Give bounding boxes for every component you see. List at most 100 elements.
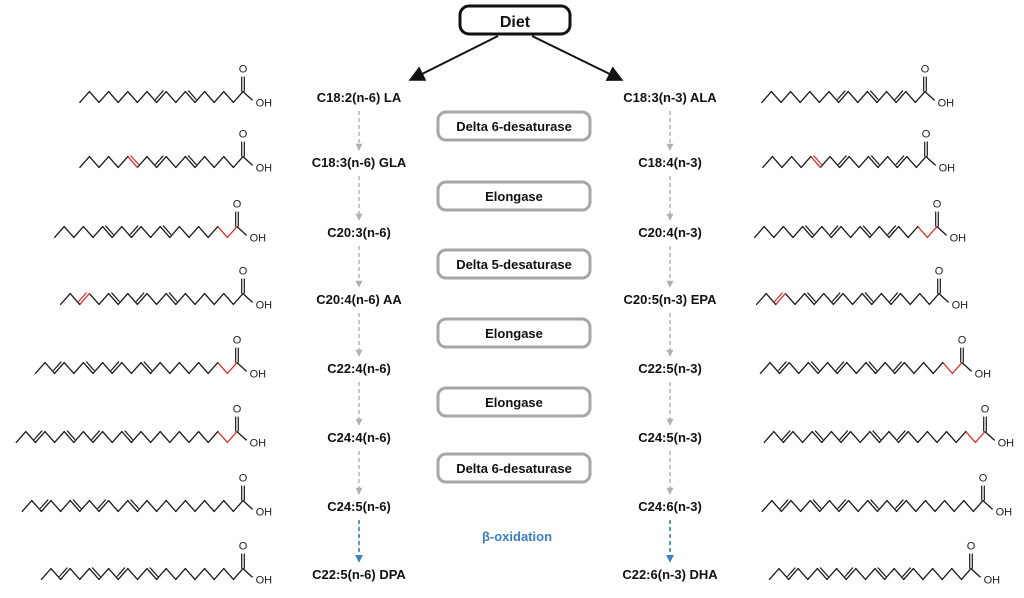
double-bond [91, 567, 101, 577]
enzyme-box-frame [436, 317, 592, 349]
hydroxyl-label: OH [938, 97, 955, 109]
hydroxyl-label: OH [250, 437, 267, 449]
carbon-bond [941, 567, 953, 581]
carbon-bond [232, 567, 244, 581]
carbon-bond [878, 430, 890, 444]
double-bond [168, 292, 178, 302]
hydroxyl-bond [970, 568, 982, 578]
carbon-bond [798, 361, 810, 375]
carbon-bond [92, 361, 104, 375]
enzyme-box: Delta 6-desaturase [436, 452, 592, 484]
carbon-bond [130, 361, 142, 375]
n6-compound-label: C18:2(n-6) LA [317, 90, 402, 105]
carbon-bond [82, 430, 94, 444]
carbon-bond [207, 225, 219, 239]
double-bond [894, 90, 904, 100]
carbon-bond [136, 567, 148, 581]
double-bond [135, 292, 145, 302]
double-bond [819, 567, 829, 577]
carbon-bond [101, 361, 113, 375]
carbon-bond [188, 361, 200, 375]
hydroxyl-label: OH [256, 97, 273, 109]
carbon-bond [855, 567, 867, 581]
carbon-bond [203, 567, 215, 581]
carbon-bond [855, 361, 867, 375]
fatty-acid-structure: OOH [59, 266, 272, 311]
carbon-bond [861, 292, 873, 306]
carbon-bond [846, 361, 858, 375]
carbon-bond [951, 567, 963, 581]
carbon-bond [98, 292, 110, 306]
carbon-bond [794, 292, 806, 306]
new-bond [127, 155, 139, 169]
carbon-bond [82, 225, 94, 239]
carbon-bond [842, 292, 854, 306]
carbon-bond [178, 430, 190, 444]
carbon-bond [175, 90, 187, 104]
double-bond [58, 567, 68, 577]
fatty-acid-structure: O OH [79, 129, 273, 174]
oxygen-label: O [239, 129, 248, 141]
carbon-bond [53, 225, 65, 239]
carbon-bond [807, 567, 819, 581]
carbon-bond [223, 567, 235, 581]
double-bond [869, 90, 879, 100]
carbon-bond [790, 155, 802, 169]
carbon-bond [149, 361, 161, 375]
new-bond [942, 361, 954, 375]
carbon-bond [765, 292, 777, 306]
carbon-bond [127, 499, 139, 513]
carbon-bond [146, 292, 158, 306]
double-bond [124, 430, 134, 440]
hydroxyl-bond [236, 226, 248, 236]
carbon-bond [165, 499, 177, 513]
carbon-bond [905, 499, 917, 513]
fatty-acid-structure: OOH [40, 541, 272, 586]
carbon-bond [175, 567, 187, 581]
carbon-bond [955, 430, 967, 444]
oxygen-label: O [979, 473, 988, 485]
double-bond [105, 225, 114, 235]
carbon-bond [755, 292, 767, 306]
carbon-bond [888, 430, 900, 444]
carbon-bond [799, 499, 811, 513]
carbon-bond [59, 292, 71, 306]
oxygen-label: O [239, 266, 248, 278]
carbon-bond [928, 292, 940, 306]
double-bond [143, 361, 153, 371]
carbon-bond [773, 430, 785, 444]
hydroxyl-label: OH [256, 162, 273, 174]
carbon-bond [890, 292, 902, 306]
double-bond [52, 361, 62, 371]
n3-series-labels: C18:3(n-3) ALAC18:4(n-3)C20:4(n-3)C20:5(… [622, 90, 718, 582]
carbon-bond [838, 155, 850, 169]
oxygen-label: O [981, 404, 990, 416]
new-double-bond [130, 155, 140, 165]
carbon-bond [818, 90, 830, 104]
n3-compound-label: C20:5(n-3) EPA [624, 292, 718, 307]
carbon-bond [838, 499, 850, 513]
new-bond [775, 292, 787, 306]
double-bond [85, 361, 95, 371]
hydroxyl-bond [242, 156, 254, 166]
carbon-bond [197, 361, 209, 375]
carbon-bond [926, 430, 938, 444]
oxygen-label: O [233, 199, 242, 211]
carbon-bond [79, 567, 91, 581]
carbon-bond [213, 567, 225, 581]
carbon-bond [232, 90, 244, 104]
double-bond [187, 155, 197, 165]
carbon-bond [821, 225, 833, 239]
carbon-bond [111, 225, 123, 239]
hydroxyl-bond [242, 500, 254, 510]
carbon-bond [866, 90, 878, 104]
carbon-bond [194, 155, 206, 169]
carbon-bond [874, 361, 886, 375]
carbon-bond [121, 225, 133, 239]
carbon-bond [155, 90, 167, 104]
carbon-bond [877, 155, 889, 169]
carbon-bond [858, 155, 870, 169]
carbon-bond [897, 430, 909, 444]
oxygen-label: O [958, 335, 967, 347]
oxygen-label: O [933, 199, 942, 211]
